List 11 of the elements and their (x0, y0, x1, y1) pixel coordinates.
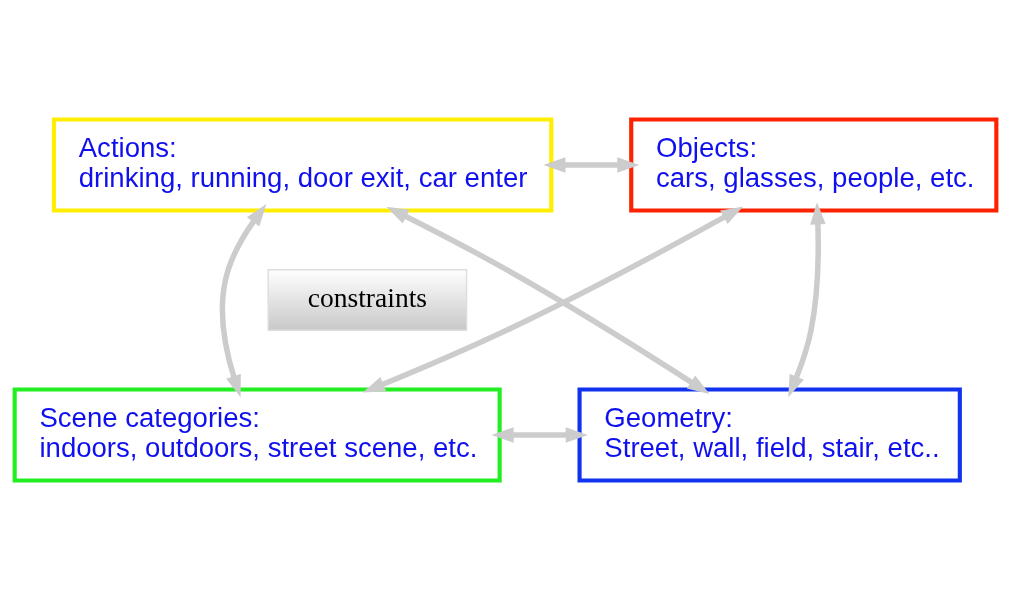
arrow (219, 203, 267, 397)
node-box: Scene categories: indoors, outdoors, street scene, etc. (12, 387, 502, 483)
node-box: Actions: drinking, running, door exit, car enter (51, 116, 554, 212)
arrow (788, 201, 826, 397)
node-box: Geometry: Street, wall, field, stair, etc.. (577, 387, 962, 483)
arrow (362, 206, 744, 393)
node-box: constraints (267, 268, 468, 331)
arrow (386, 206, 710, 394)
arrow (543, 156, 640, 173)
arrow (491, 426, 588, 443)
node-box: Objects: cars, glasses, people, etc. (629, 116, 999, 212)
